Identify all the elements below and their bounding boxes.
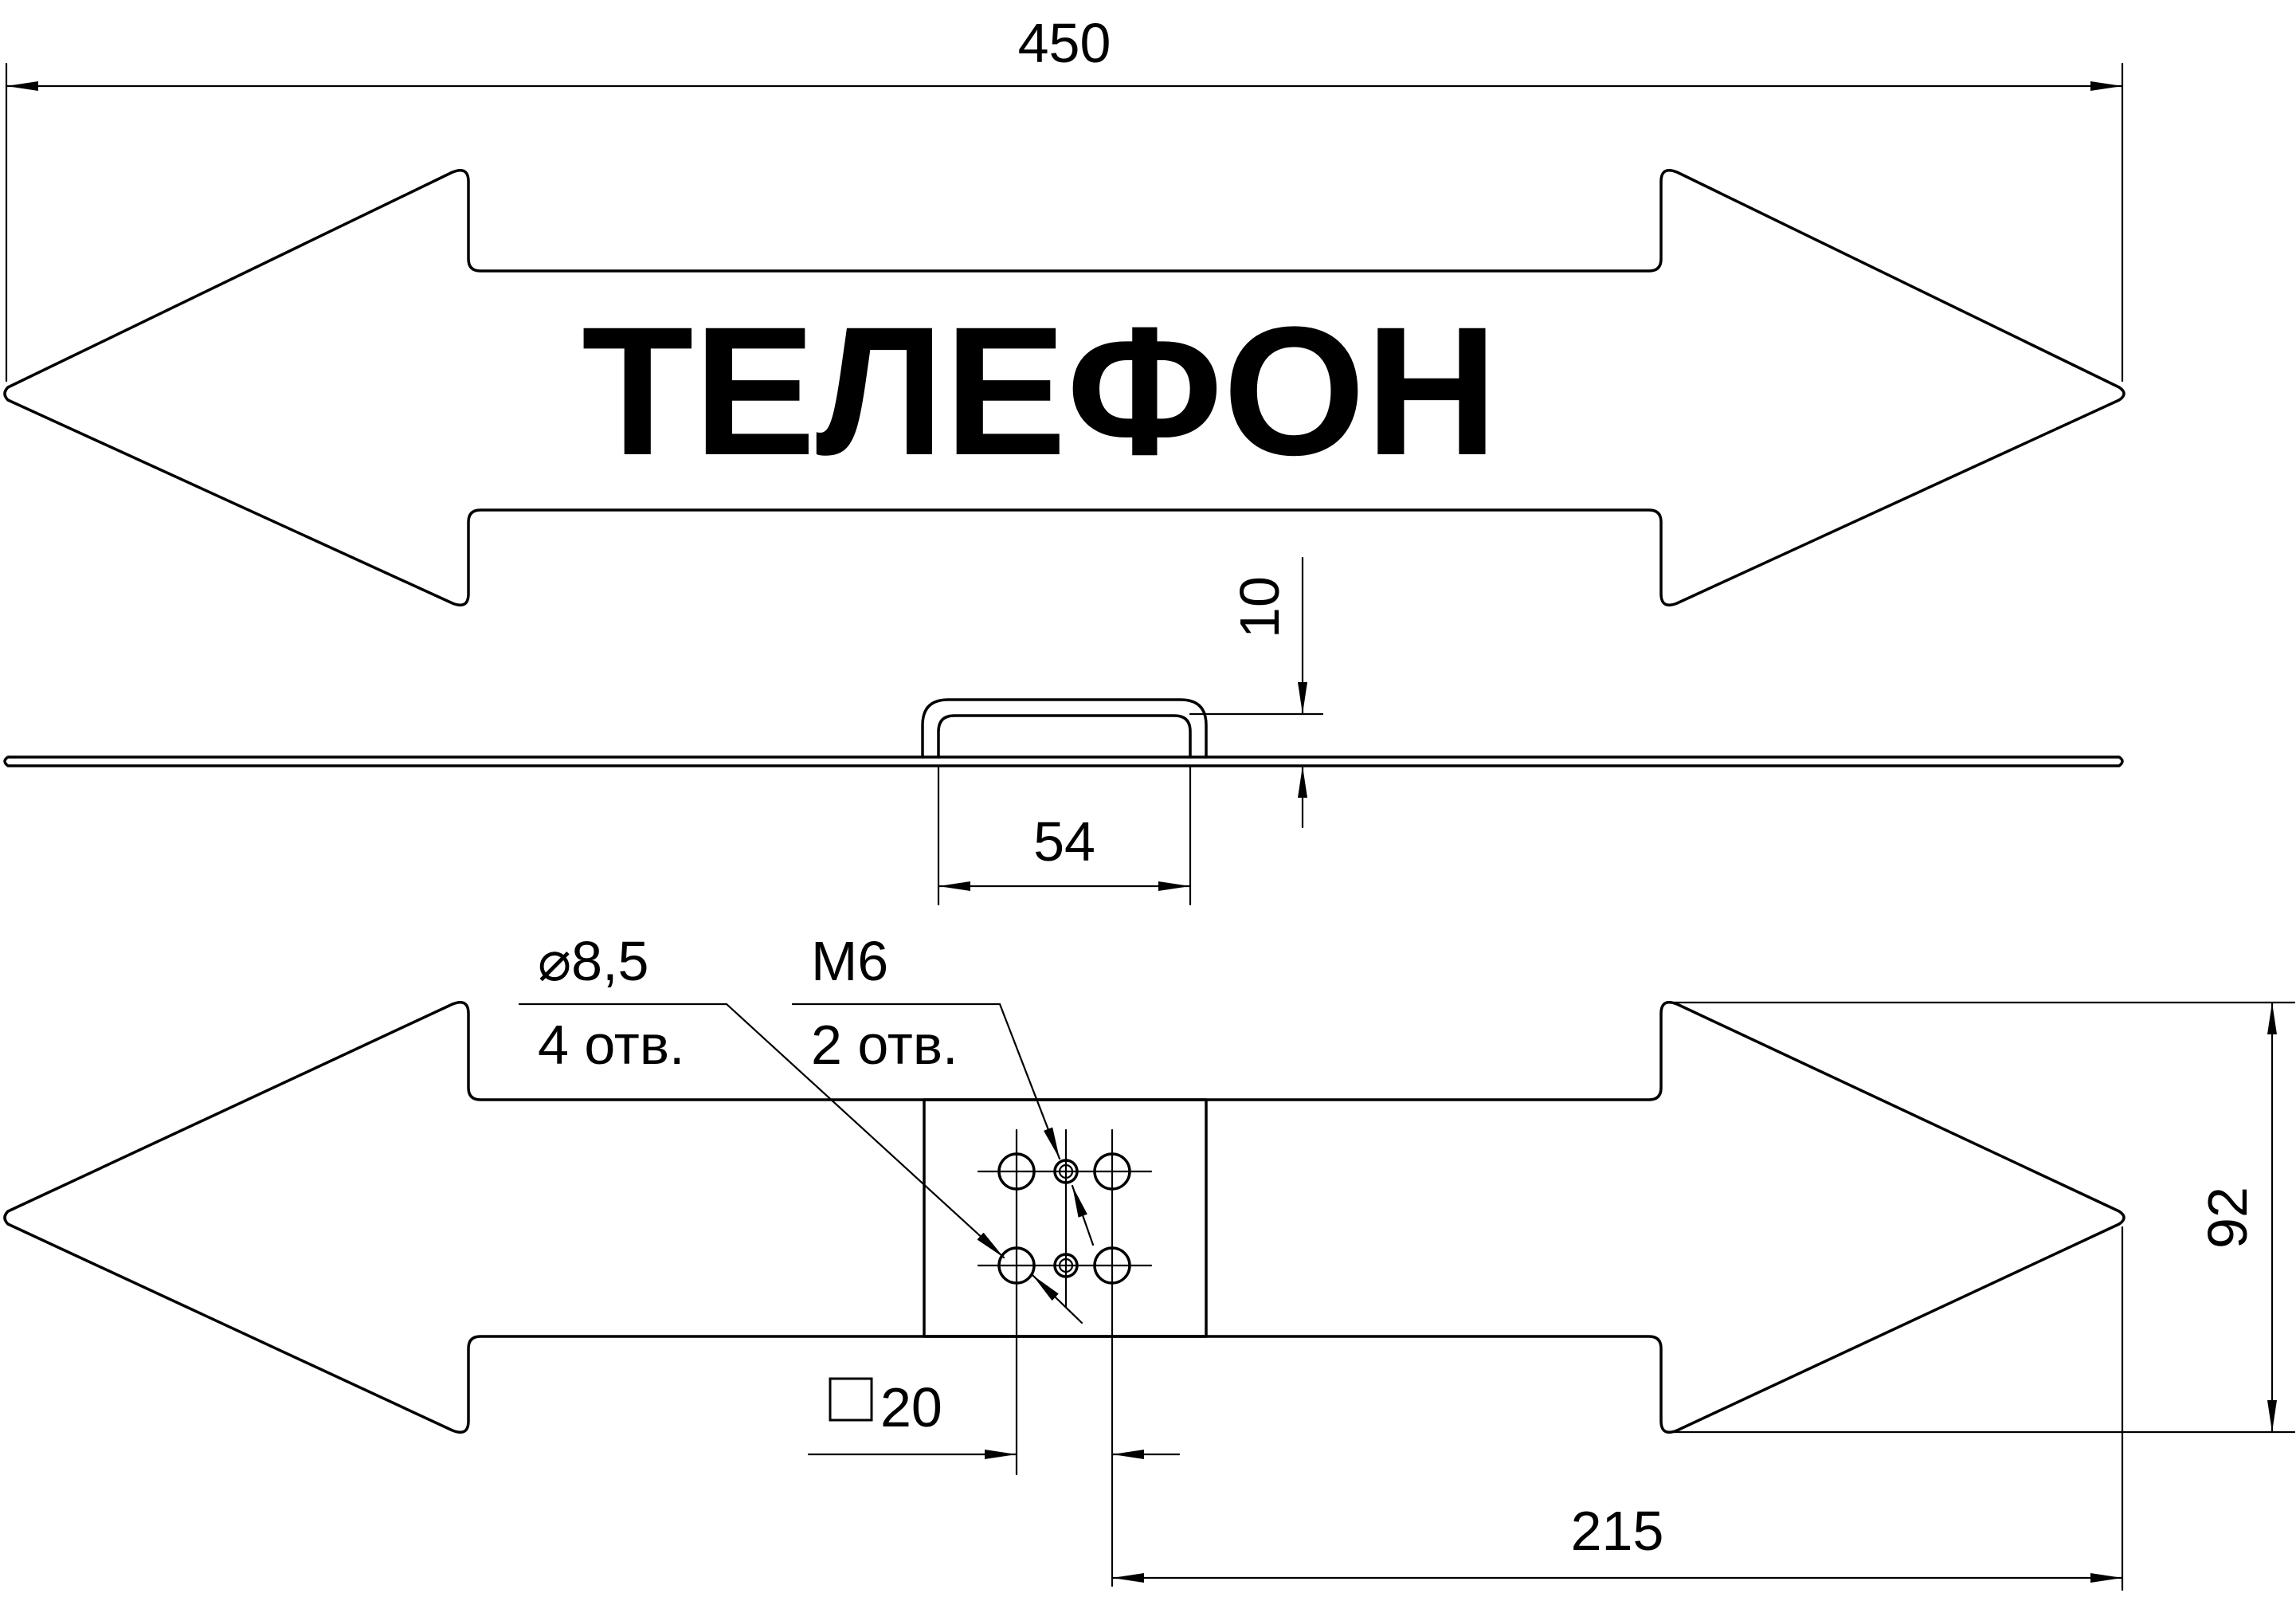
callout-threaded-holes: M6 2 отв. bbox=[791, 930, 1095, 1246]
dimension-half-length: 215 bbox=[1111, 1226, 2124, 1591]
bracket-profile-inner bbox=[937, 714, 1192, 759]
dim-label-54: 54 bbox=[1033, 810, 1095, 873]
double-arrow-outline-back bbox=[3, 1001, 2126, 1434]
dimension-arrow-height: 92 bbox=[1671, 1001, 2296, 1434]
dim-label-92: 92 bbox=[2196, 1187, 2259, 1249]
square-symbol bbox=[829, 1377, 873, 1422]
dimension-overall-width: 450 bbox=[5, 12, 2124, 383]
dimension-hole-spacing: 20 bbox=[807, 1376, 1181, 1459]
dimension-bracket-height: 10 bbox=[1189, 556, 1324, 829]
callout-thread-count-label: 2 отв. bbox=[811, 1014, 958, 1076]
callout-thread-label: M6 bbox=[811, 930, 888, 992]
double-arrow-outline bbox=[3, 169, 2126, 606]
dim-label-20: 20 bbox=[880, 1376, 942, 1438]
bracket-profile bbox=[921, 698, 1208, 759]
dim-label-215: 215 bbox=[1571, 1500, 1664, 1562]
callout-through-holes: ⌀8,5 4 отв. bbox=[518, 930, 1083, 1324]
dimension-bracket-width: 54 bbox=[937, 765, 1192, 906]
callout-diameter-label: ⌀8,5 bbox=[538, 930, 648, 992]
sign-side-view bbox=[3, 698, 2124, 767]
bracket-plate bbox=[923, 1098, 1208, 1338]
sign-title: ТЕЛЕФОН bbox=[582, 288, 1498, 493]
sign-front-view: ТЕЛЕФОН bbox=[3, 169, 2126, 606]
dim-label-450: 450 bbox=[1018, 12, 1111, 74]
dim-label-10: 10 bbox=[1228, 576, 1291, 638]
sign-back-view bbox=[3, 1001, 2126, 1587]
callout-count-label: 4 отв. bbox=[538, 1014, 684, 1076]
plate-profile bbox=[3, 755, 2124, 767]
